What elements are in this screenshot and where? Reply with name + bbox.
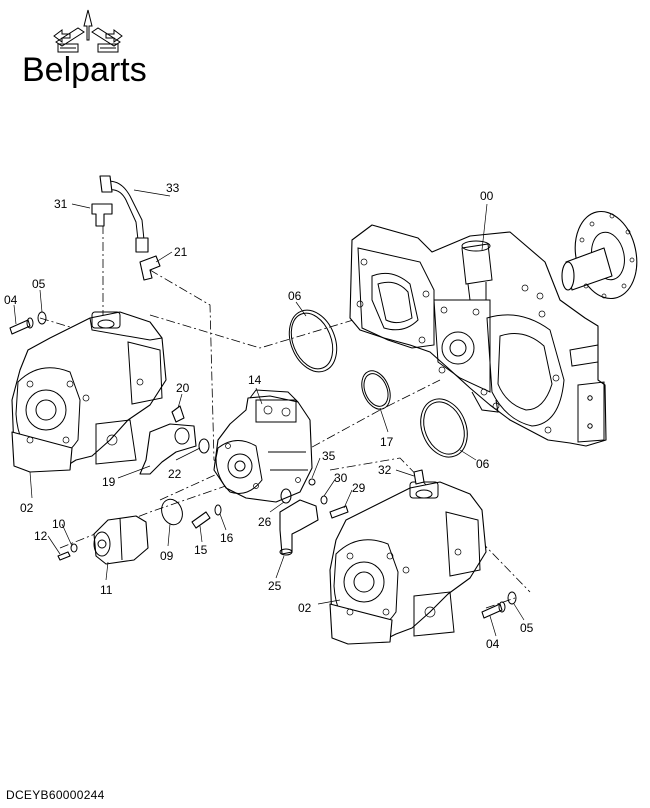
callout-04-left: 04 xyxy=(4,293,18,307)
o-ring xyxy=(198,438,210,454)
callout-22: 22 xyxy=(168,467,182,481)
bolt xyxy=(57,551,71,561)
plug xyxy=(308,478,316,486)
callout-15: 15 xyxy=(194,543,208,557)
callout-17: 17 xyxy=(380,435,394,449)
callout-33: 33 xyxy=(166,181,180,195)
elbow-fitting xyxy=(139,255,161,281)
bolt xyxy=(329,505,349,519)
callout-09: 09 xyxy=(160,549,174,563)
o-ring xyxy=(161,498,183,526)
bolt xyxy=(171,405,185,423)
callout-04-right: 04 xyxy=(486,637,500,651)
callout-10: 10 xyxy=(52,517,66,531)
callout-06-lower: 06 xyxy=(476,457,490,471)
callout-00: 00 xyxy=(480,189,494,203)
callout-06-upper: 06 xyxy=(288,289,302,303)
callout-19: 19 xyxy=(102,475,116,489)
callout-35: 35 xyxy=(322,449,336,463)
gear-pump xyxy=(93,515,149,565)
callout-11: 11 xyxy=(100,583,113,597)
hose xyxy=(99,175,149,253)
callout-26: 26 xyxy=(258,515,272,529)
callout-02-left: 02 xyxy=(20,501,34,515)
callout-16: 16 xyxy=(220,531,234,545)
elbow-pipe xyxy=(279,499,319,556)
transmission-case xyxy=(349,224,607,447)
callout-labels: 00 02 02 04 04 05 05 06 06 09 10 11 12 1… xyxy=(4,181,534,651)
washer xyxy=(507,591,517,605)
washer xyxy=(214,504,222,516)
callout-02-right: 02 xyxy=(298,601,312,615)
washer xyxy=(320,495,328,505)
tee-fitting xyxy=(91,203,113,227)
o-ring xyxy=(361,370,391,410)
callout-14: 14 xyxy=(248,373,262,387)
document-id: DCEYB60000244 xyxy=(6,788,105,802)
hose-fitting xyxy=(139,423,197,475)
callout-31: 31 xyxy=(54,197,68,211)
bolt xyxy=(191,511,211,529)
callout-05-left: 05 xyxy=(32,277,46,291)
callout-29: 29 xyxy=(352,481,366,495)
brand-title: Belparts xyxy=(22,51,147,89)
o-ring xyxy=(280,488,292,504)
callout-12: 12 xyxy=(34,529,48,543)
plug xyxy=(413,469,425,485)
callout-30: 30 xyxy=(334,471,348,485)
bolt xyxy=(481,603,503,619)
o-ring-lower xyxy=(420,398,468,458)
bolt xyxy=(9,319,31,335)
pump-assembly-right xyxy=(329,481,487,645)
output-flange xyxy=(561,210,638,300)
callout-05-right: 05 xyxy=(520,621,534,635)
washer xyxy=(70,543,78,553)
pump-center xyxy=(213,389,313,503)
callout-32: 32 xyxy=(378,463,392,477)
o-ring-upper xyxy=(288,309,338,373)
washer xyxy=(37,311,47,325)
orientation-logo xyxy=(53,9,123,53)
leader-lines xyxy=(13,189,525,637)
callout-21: 21 xyxy=(174,245,188,259)
callout-20: 20 xyxy=(176,381,190,395)
pump-assembly-left xyxy=(11,311,167,473)
callout-25: 25 xyxy=(268,579,282,593)
